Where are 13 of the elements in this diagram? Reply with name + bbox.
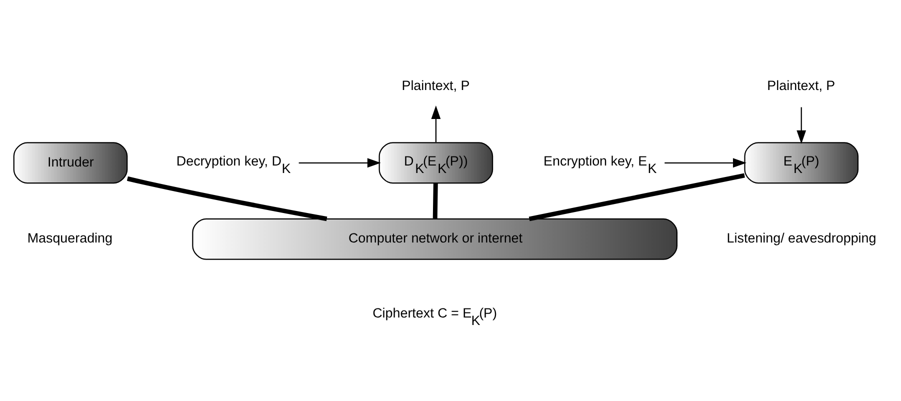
connector <box>528 172 745 221</box>
label: Masquerading <box>27 230 113 246</box>
node-box: Intruder <box>13 142 128 184</box>
node-box: Computer network or internet <box>192 218 678 260</box>
arrow <box>796 106 806 144</box>
label: Listening/ eavesdropping <box>726 230 876 246</box>
arrow <box>664 158 746 168</box>
connector <box>126 176 328 221</box>
arrow <box>431 105 441 142</box>
arrow <box>298 158 381 168</box>
node-text: Plaintext, P <box>767 78 836 93</box>
connector <box>432 182 438 218</box>
node-text: Plaintext, P <box>402 78 470 93</box>
